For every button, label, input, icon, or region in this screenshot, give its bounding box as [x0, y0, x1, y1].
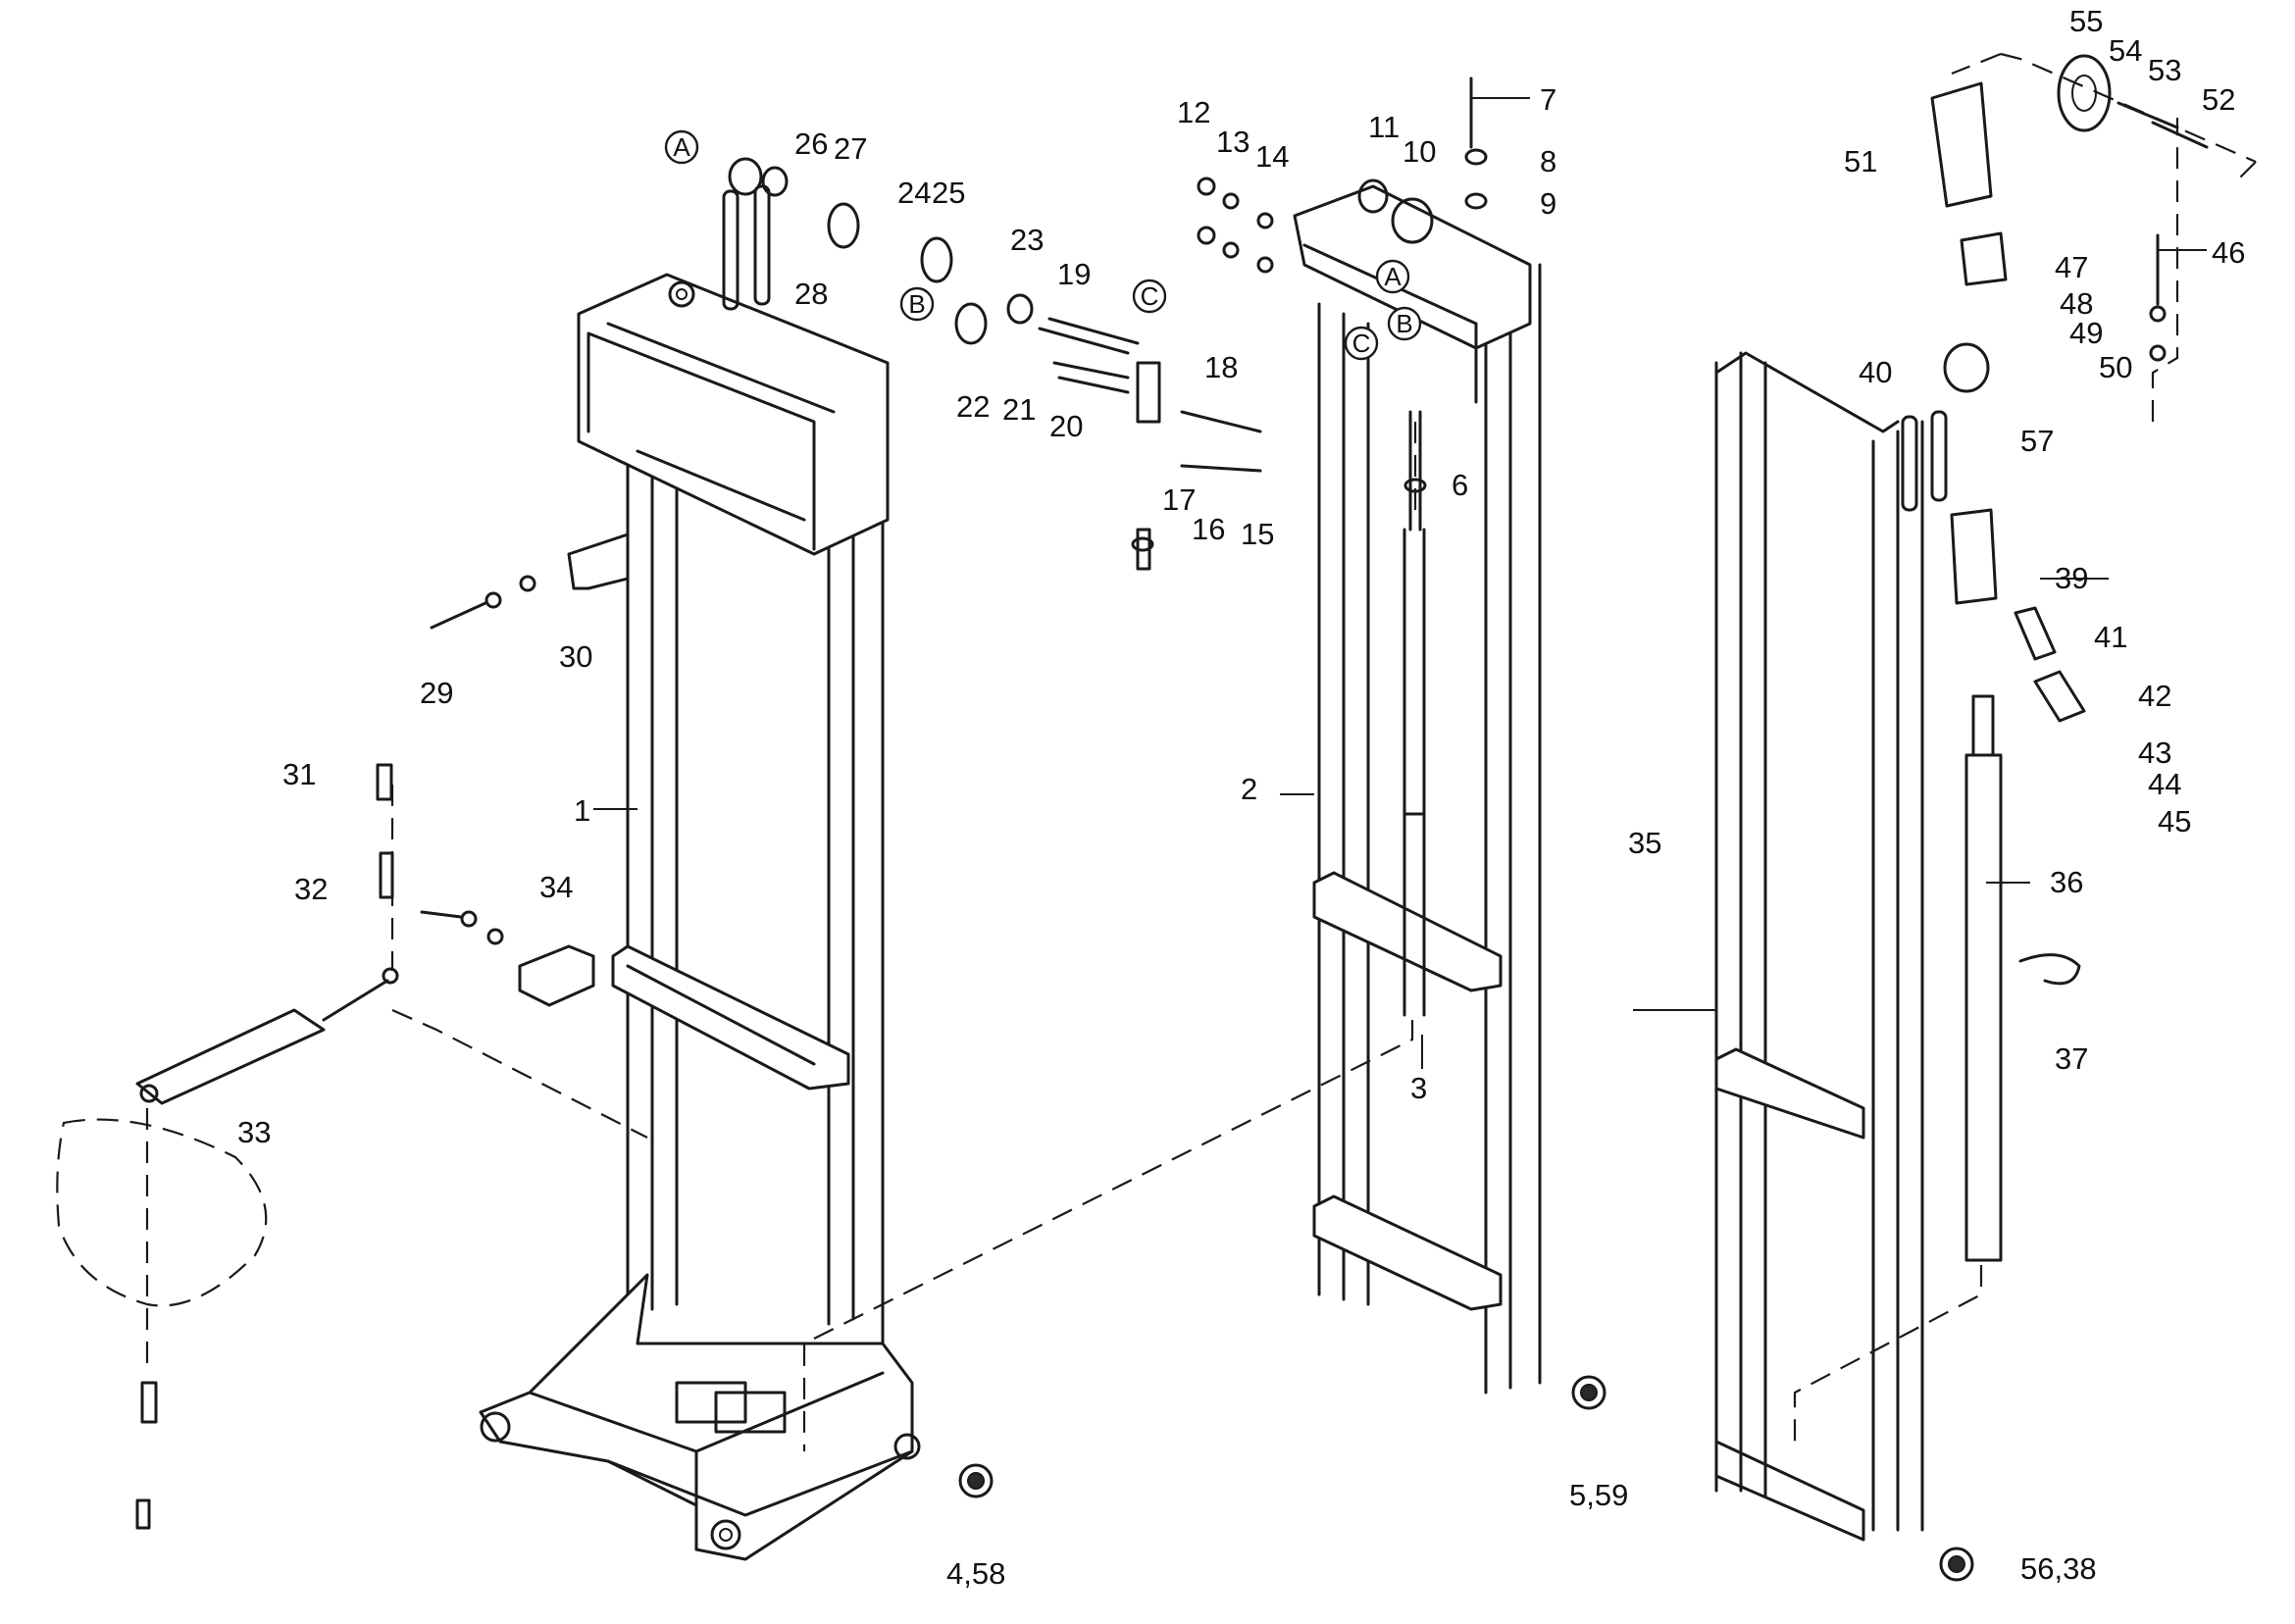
- label-26: 26: [794, 127, 828, 161]
- label-20: 20: [1049, 409, 1083, 443]
- circled-reference-letters: A B C A B C: [664, 129, 1422, 361]
- label-34: 34: [539, 870, 573, 904]
- label-53: 53: [2148, 53, 2181, 87]
- label-51: 51: [1844, 144, 1877, 178]
- label-6: 6: [1452, 468, 1468, 502]
- label-56-38: 56,38: [2020, 1551, 2097, 1586]
- label-10: 10: [1402, 134, 1436, 169]
- label-55: 55: [2069, 4, 2103, 38]
- label-41: 41: [2094, 620, 2127, 654]
- label-28: 28: [794, 277, 828, 311]
- label-4-58: 4,58: [946, 1556, 1005, 1591]
- label-43: 43: [2138, 736, 2171, 770]
- label-37: 37: [2055, 1041, 2088, 1076]
- label-22: 22: [956, 389, 990, 424]
- label-46: 46: [2212, 235, 2245, 270]
- label-9: 9: [1540, 186, 1556, 221]
- label-48: 48: [2060, 286, 2093, 321]
- label-19: 19: [1057, 257, 1091, 291]
- label-25: 25: [932, 176, 965, 210]
- circled-letter-b-left: B: [908, 289, 925, 319]
- label-18: 18: [1204, 350, 1238, 384]
- label-1: 1: [574, 793, 590, 828]
- label-33: 33: [237, 1115, 271, 1149]
- label-49: 49: [2069, 316, 2103, 350]
- label-12: 12: [1177, 95, 1210, 129]
- label-52: 52: [2202, 82, 2235, 117]
- label-15: 15: [1241, 517, 1274, 551]
- mast-2-inner: [802, 76, 1606, 1451]
- circled-letter-b-right: B: [1396, 309, 1412, 338]
- label-35: 35: [1628, 826, 1661, 860]
- label-40: 40: [1859, 355, 1892, 389]
- label-21: 21: [1002, 392, 1036, 427]
- label-17: 17: [1162, 482, 1196, 517]
- label-3: 3: [1410, 1071, 1427, 1105]
- label-47: 47: [2055, 250, 2088, 284]
- circled-letter-a-left: A: [673, 132, 690, 162]
- label-45: 45: [2158, 804, 2191, 838]
- label-13: 13: [1216, 125, 1250, 159]
- label-36: 36: [2050, 865, 2083, 899]
- label-16: 16: [1192, 512, 1225, 546]
- label-30: 30: [559, 639, 592, 674]
- label-39: 39: [2055, 561, 2088, 595]
- label-5-59: 5,59: [1569, 1478, 1628, 1512]
- mast-35-freelift: [1714, 52, 2257, 1582]
- label-27: 27: [834, 131, 867, 166]
- circled-letter-c-left: C: [1141, 281, 1159, 311]
- label-24: 24: [897, 176, 931, 210]
- label-29: 29: [420, 676, 453, 710]
- leader-lines: [593, 97, 2207, 1069]
- label-42: 42: [2138, 679, 2171, 713]
- label-50: 50: [2099, 350, 2132, 384]
- label-7: 7: [1540, 82, 1556, 117]
- label-23: 23: [1010, 223, 1044, 257]
- chain-28: [722, 184, 771, 311]
- label-31: 31: [282, 757, 316, 791]
- label-54: 54: [2109, 33, 2142, 68]
- circled-letter-c-right: C: [1352, 329, 1371, 358]
- circled-letter-a-right: A: [1384, 262, 1402, 291]
- label-57: 57: [2020, 424, 2054, 458]
- label-32: 32: [294, 872, 328, 906]
- label-44: 44: [2148, 767, 2181, 801]
- label-14: 14: [1255, 139, 1289, 174]
- label-8: 8: [1540, 144, 1556, 178]
- label-2: 2: [1241, 772, 1257, 806]
- mast-1-outer: [56, 157, 1262, 1561]
- label-11: 11: [1368, 110, 1400, 144]
- part-number-labels: 1 2 3 4,58 5,59 6 7 8 9 10 11 12 13 14 1…: [237, 4, 2245, 1591]
